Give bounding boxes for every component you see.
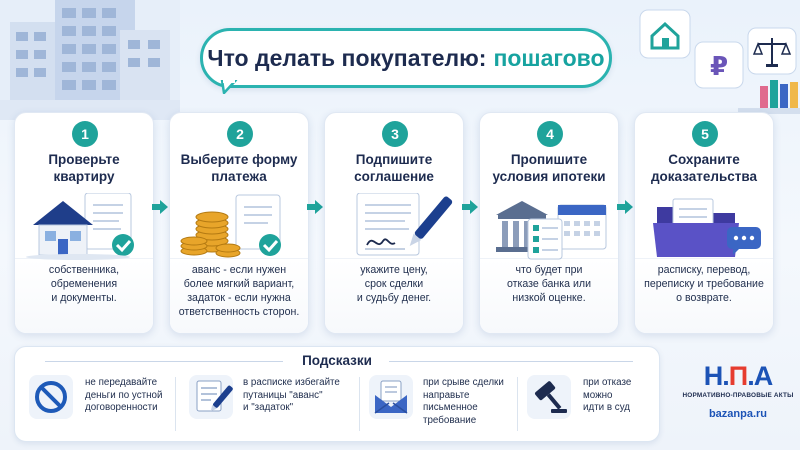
tips-panel: Подсказки не передавайте деньги по устно… [14,346,660,442]
step-title: Проверьте квартиру [48,152,120,184]
scales-icon [747,27,797,75]
background-building-illustration [0,0,180,120]
svg-text:₽: ₽ [710,52,728,82]
step-number-badge: 2 [227,121,253,147]
brand-logo: Н.П.А НОРМАТИВНО-ПРАВОВЫЕ АКТЫ bazanpa.r… [680,362,796,434]
speech-bubble-tail [220,80,238,94]
tip-separator [175,377,176,431]
step-card-4: 4 Пропишите условия ипотеки что будет пр… [479,112,619,334]
tip-text: при срыве сделки направьте письменное тр… [423,377,504,426]
step-description: аванс - если нужен более мягкий вариант,… [178,264,300,318]
step-description: собственника, обременения и документы. [48,264,120,304]
logo-letter-n: Н [703,361,723,391]
tip-item-3: при срыве сделки направьте письменное тр… [369,373,509,439]
step-card-3: 3 Подпишите соглашение укажите цену, сро… [324,112,464,334]
house-icon [639,9,691,59]
step-description: что будет при отказе банка или низкой оц… [506,264,591,304]
step-arrow-4 [617,200,633,214]
document-pen-icon [189,375,233,419]
logo-site-link[interactable]: bazanpa.ru [708,408,768,420]
step-title: Выберите форму платежа [180,152,298,184]
signed-document-pen-icon [356,193,453,256]
step-card-5: 5 Сохраните доказательства расписку, пер… [634,112,774,334]
page-title: Что делать покупателю: пошагово [200,28,612,88]
logo-letters: Н.П.А [680,362,796,390]
step-title: Пропишите условия ипотеки [492,152,606,184]
folder-chat-document-icon [653,198,761,257]
step-number-badge: 1 [72,121,98,147]
step-card-1: 1 Проверьте квартиру собственника, обрем… [14,112,154,334]
page-title-main: Что делать покупателю: [207,44,487,71]
background-header-icons: ₽ [639,9,800,114]
tip-separator [517,377,518,431]
tip-separator [359,377,360,431]
gavel-icon [527,375,571,419]
step-arrow-2 [307,200,323,214]
step-number-badge: 5 [692,121,718,147]
logo-letter-a: А [753,361,773,391]
step-description: расписку, перевод, переписку и требовани… [644,264,764,304]
tip-text: не передавайте деньги по устной договоре… [85,377,163,413]
prohibited-icon [29,375,73,419]
step-card-2: 2 Выберите форму платежа аванс - если ну… [169,112,309,334]
step-number-badge: 3 [382,121,408,147]
logo-subtitle: НОРМАТИВНО-ПРАВОВЫЕ АКТЫ [682,392,794,399]
tip-item-2: в расписке избегайте путаницы "аванс" и … [189,373,349,439]
coins-check-icon [180,194,281,258]
tips-heading-line-right [389,361,633,362]
envelope-letter-icon [369,375,413,419]
step-arrow-3 [462,200,478,214]
logo-dot: . [747,361,754,391]
step-desc-background [325,258,463,333]
step-description: укажите цену, срок сделки и судьбу денег… [356,264,432,304]
tips-heading: Подсказки [302,353,372,368]
step-desc-background [170,258,308,333]
bank-calendar-checklist-icon [496,201,607,260]
step-number-badge: 4 [537,121,563,147]
logo-letter-p: П [728,361,748,391]
house-document-check-icon [26,193,134,260]
step-arrow-1 [152,200,168,214]
page-title-accent: пошагово [493,44,605,71]
tip-item-1: не передавайте деньги по устной договоре… [29,373,179,439]
tips-heading-line-left [45,361,283,362]
ruble-icon: ₽ [694,41,744,89]
step-desc-background [15,258,153,333]
logo-dot: . [722,361,729,391]
tip-text: в расписке избегайте путаницы "аванс" и … [243,377,340,413]
step-title: Сохраните доказательства [650,152,758,184]
tip-text: при отказе можно идти в суд [583,377,632,413]
step-desc-background [635,258,773,333]
step-title: Подпишите соглашение [354,152,434,184]
tip-item-4: при отказе можно идти в суд [527,373,657,439]
